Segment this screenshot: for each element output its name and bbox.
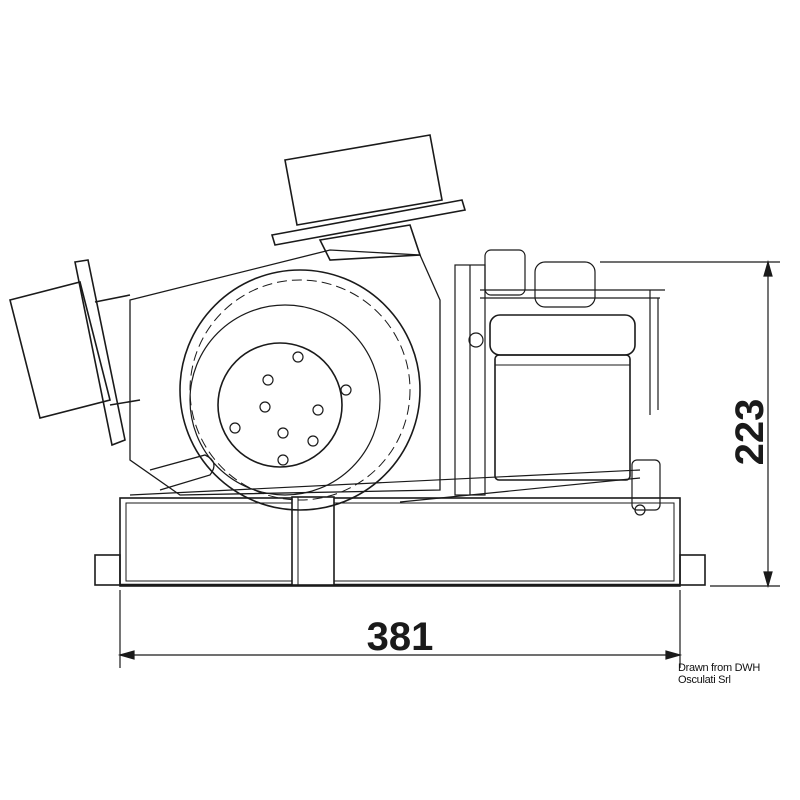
hub-bolts: [229, 351, 352, 466]
width-label: 381: [367, 615, 434, 659]
side-duct: [9, 259, 141, 447]
top-duct: [270, 134, 467, 261]
unit-frame: [129, 249, 665, 516]
credit-text: Drawn from DWH Osculati Srl: [678, 662, 760, 686]
height-dimension: [600, 259, 780, 589]
blower: [129, 249, 441, 511]
compressor: [489, 314, 636, 481]
base-tray: [94, 496, 706, 587]
height-label: 223: [728, 399, 772, 466]
width-dimension: [117, 590, 683, 668]
